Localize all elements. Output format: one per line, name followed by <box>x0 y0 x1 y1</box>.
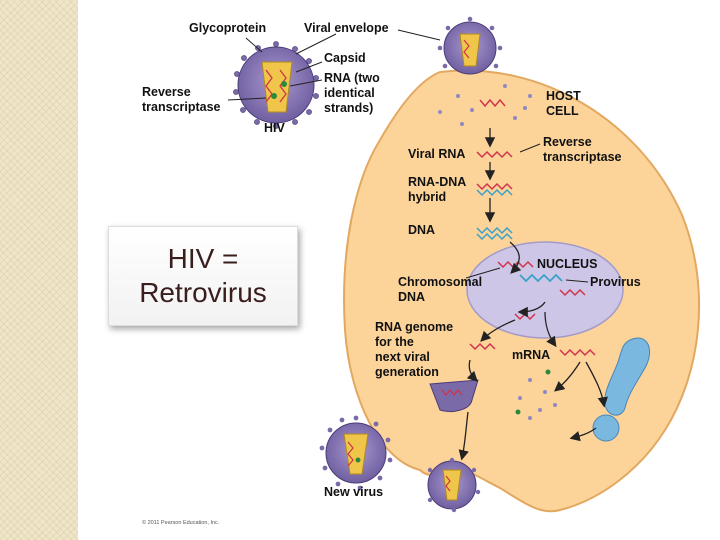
dna-strand-2 <box>476 232 513 241</box>
label-chromosomal-dna-line1: Chromosomal <box>398 275 482 289</box>
assembling-virion-icon <box>429 379 479 413</box>
copyright-notice: © 2011 Pearson Education, Inc. <box>142 519 220 526</box>
title-line-1: HIV = <box>167 243 239 275</box>
label-chromosomal-dna-line2: DNA <box>398 290 425 304</box>
label-nucleus: NUCLEUS <box>537 257 597 271</box>
nucleus <box>466 241 624 339</box>
decorative-side-stripe <box>0 0 78 540</box>
label-rna-dna-hybrid-line1: RNA-DNA <box>408 175 466 189</box>
genome-rna-strand <box>469 342 496 351</box>
label-mrna: mRNA <box>512 348 550 362</box>
label-rna-line2: identical <box>324 86 375 100</box>
entering-virus-icon <box>437 16 503 75</box>
viral-rna-strand <box>476 150 513 159</box>
dna-strand-1 <box>476 226 513 235</box>
label-provirus: Provirus <box>590 275 641 289</box>
label-rna-genome-line3: next viral <box>375 350 430 364</box>
label-new-virus: New virus <box>324 485 383 499</box>
title-line-2: Retrovirus <box>139 277 267 308</box>
label-rna-genome-line2: for the <box>375 335 414 349</box>
label-viral-rna: Viral RNA <box>408 147 465 161</box>
label-rna-line3: strands) <box>324 101 373 115</box>
rna-dna-hybrid-rna <box>476 182 513 191</box>
provirus-dna <box>519 273 563 283</box>
hiv-virion-icon <box>237 46 315 124</box>
rna-dna-hybrid-dna <box>476 188 513 197</box>
label-rna-genome-line4: generation <box>375 365 439 379</box>
label-host-cell-line1: HOST <box>546 89 581 103</box>
mrna-strand <box>559 348 596 357</box>
transport-vesicle <box>592 414 620 442</box>
label-leader-lines <box>227 29 589 283</box>
label-reverse-transcriptase-2-line1: Reverse <box>543 135 592 149</box>
endoplasmic-reticulum <box>604 337 650 416</box>
chromosomal-dna-2 <box>559 288 586 297</box>
pathway-arrows <box>458 128 608 461</box>
label-capsid: Capsid <box>324 51 366 65</box>
label-rna-dna-hybrid-line2: hybrid <box>408 190 446 204</box>
label-hiv: HIV <box>264 121 286 135</box>
new-virus-icon <box>319 415 393 491</box>
label-rna-genome-line1: RNA genome <box>375 320 453 334</box>
released-particles <box>438 84 532 126</box>
label-viral-envelope: Viral envelope <box>304 21 389 35</box>
label-host-cell-line2: CELL <box>546 104 579 118</box>
label-reverse-transcriptase-line2: transcriptase <box>142 100 221 114</box>
label-dna: DNA <box>408 223 435 237</box>
uncoated-rna <box>479 98 506 108</box>
label-rna-line1: RNA (two <box>324 71 380 85</box>
label-reverse-transcriptase-2-line2: transcriptase <box>543 150 622 164</box>
label-glycoprotein: Glycoprotein <box>189 21 266 35</box>
label-reverse-transcriptase-line1: Reverse <box>142 85 191 99</box>
title-box: HIV = Retrovirus <box>108 226 298 326</box>
budding-virus-icon <box>427 457 481 513</box>
